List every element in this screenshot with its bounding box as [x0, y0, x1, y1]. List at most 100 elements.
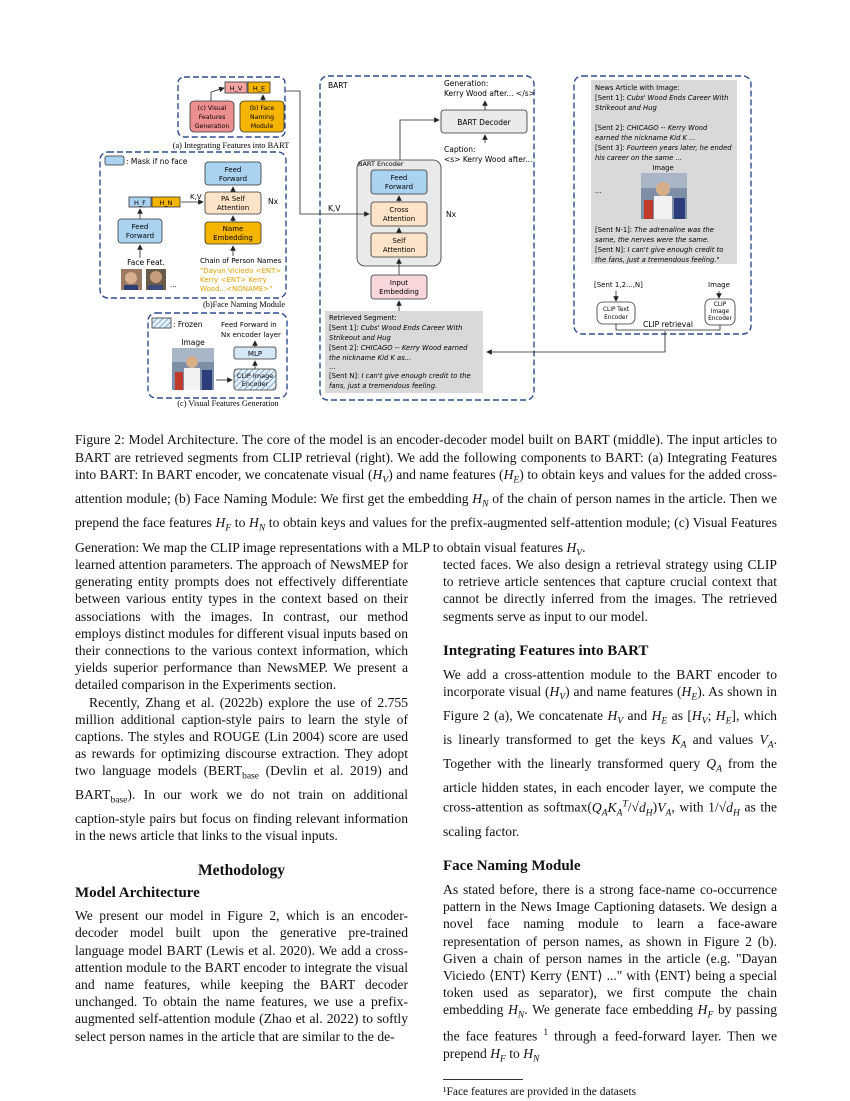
- mlp-label: MLP: [248, 350, 262, 358]
- generation-label: Generation:: [444, 79, 488, 88]
- article-s3: [Sent 3]: Fourteen years later, he ended…: [595, 144, 732, 162]
- input-embedding: [370, 274, 428, 300]
- article-photo: [641, 173, 687, 219]
- retrieved-dots: ...: [329, 363, 335, 371]
- sent-range-label: [Sent 1,2...,N]: [594, 281, 643, 289]
- face-thumbnail-1: [121, 269, 142, 290]
- faces-ellipsis: ...: [170, 281, 177, 289]
- name-embedding: [204, 221, 262, 245]
- fn-feed-forward: [204, 161, 262, 186]
- figure-caption: Figure 2: Model Architecture. The core o…: [75, 432, 777, 559]
- visual-gen-block: [189, 100, 235, 133]
- left-paragraph-3: We present our model in Figure 2, which …: [75, 908, 408, 1044]
- article-dots: ...: [595, 187, 601, 195]
- mlp-block: [233, 346, 277, 360]
- encoder-label: BART Encoder: [358, 160, 404, 168]
- panel-b-title: (b)Face Naming Module: [203, 300, 285, 309]
- panel-b-frame: [99, 151, 287, 299]
- left-paragraph-1: learned attention parameters. The approa…: [75, 557, 408, 693]
- hn-block: [151, 196, 181, 208]
- left-column: learned attention parameters. The approa…: [75, 556, 408, 1045]
- bart-decoder: [440, 109, 528, 134]
- hv-block: [224, 81, 248, 94]
- hf-label: H_F: [134, 199, 146, 207]
- frozen-legend-box: [151, 317, 172, 329]
- enc-self-attention: [370, 232, 428, 258]
- panel-a-title: (a) Integrating Features into BART: [173, 141, 290, 150]
- mask-legend-box: [104, 155, 125, 166]
- image-in-label: Image: [708, 281, 730, 289]
- clip-retrieval-label: CLIP retrieval: [643, 320, 693, 329]
- right-paragraph-2: We add a cross-attention module to the B…: [443, 667, 777, 839]
- frozen-legend-label: : Frozen: [173, 320, 203, 329]
- face-feed-forward: [117, 218, 163, 244]
- chain-label: Chain of Person Names: [200, 257, 282, 265]
- he-label: H_E: [253, 85, 265, 93]
- panel-c-photo: [172, 348, 214, 390]
- hv-label: H_V: [230, 85, 243, 93]
- panel-a-frame: [177, 76, 286, 138]
- article-label: News Article with Image:: [595, 84, 680, 92]
- retrieved-sn: [Sent N]: I can't give enough credit to …: [329, 372, 471, 390]
- bart-label: BART: [328, 81, 348, 90]
- article-box: [591, 80, 737, 264]
- panel-c-title: (c) Visual Features Generation: [177, 399, 279, 408]
- face-thumbnail-2: [146, 269, 166, 290]
- hf-block: [128, 196, 152, 208]
- clip-image-encoder: [233, 368, 277, 391]
- model-architecture-heading: Model Architecture: [75, 884, 200, 901]
- pa-self-attention: [204, 191, 262, 215]
- right-paragraph-3: As stated before, there is a strong face…: [443, 881, 777, 1065]
- retrieved-segment-box: [325, 311, 483, 393]
- fn-kv: K,V: [190, 193, 202, 201]
- face-naming-block: [239, 100, 285, 133]
- right-column: tected faces. We also design a retrieval…: [443, 556, 777, 1101]
- retrieval-frame: [573, 75, 752, 335]
- methodology-heading: Methodology: [198, 861, 285, 879]
- enc-nx: Nx: [446, 210, 457, 219]
- face-naming-heading: Face Naming Module: [443, 857, 581, 874]
- hn-label: H_N: [160, 199, 173, 207]
- article-image-label: Image: [652, 164, 673, 172]
- face-feat-label: Face Feat.: [127, 258, 165, 267]
- right-paragraph-1: tected faces. We also design a retrieval…: [443, 557, 777, 624]
- caption-text: <s> Kerry Wood after...: [444, 155, 532, 164]
- fn-nx: Nx: [268, 197, 279, 206]
- enc-kv: K,V: [328, 204, 341, 213]
- enc-feed-forward: [370, 169, 428, 195]
- enc-cross-attention: [370, 201, 428, 227]
- bart-decoder-label: BART Decoder: [457, 118, 511, 127]
- caption-label: Caption:: [444, 145, 476, 154]
- bart-frame: [319, 75, 535, 401]
- integrating-heading: Integrating Features into BART: [443, 642, 649, 659]
- left-paragraph-2: Recently, Zhang et al. (2022b) explore t…: [75, 694, 408, 844]
- panel-c-image-label: Image: [181, 338, 205, 347]
- footnote: ¹Face features are provided in the datas…: [443, 1085, 637, 1098]
- he-block: [247, 81, 271, 94]
- generation-text: Kerry Wood after... </s>: [444, 89, 535, 98]
- footnote-rule: [443, 1078, 523, 1080]
- mask-legend-label: : Mask if no face: [126, 157, 188, 166]
- retrieved-label: Retrieved Segment:: [329, 314, 397, 322]
